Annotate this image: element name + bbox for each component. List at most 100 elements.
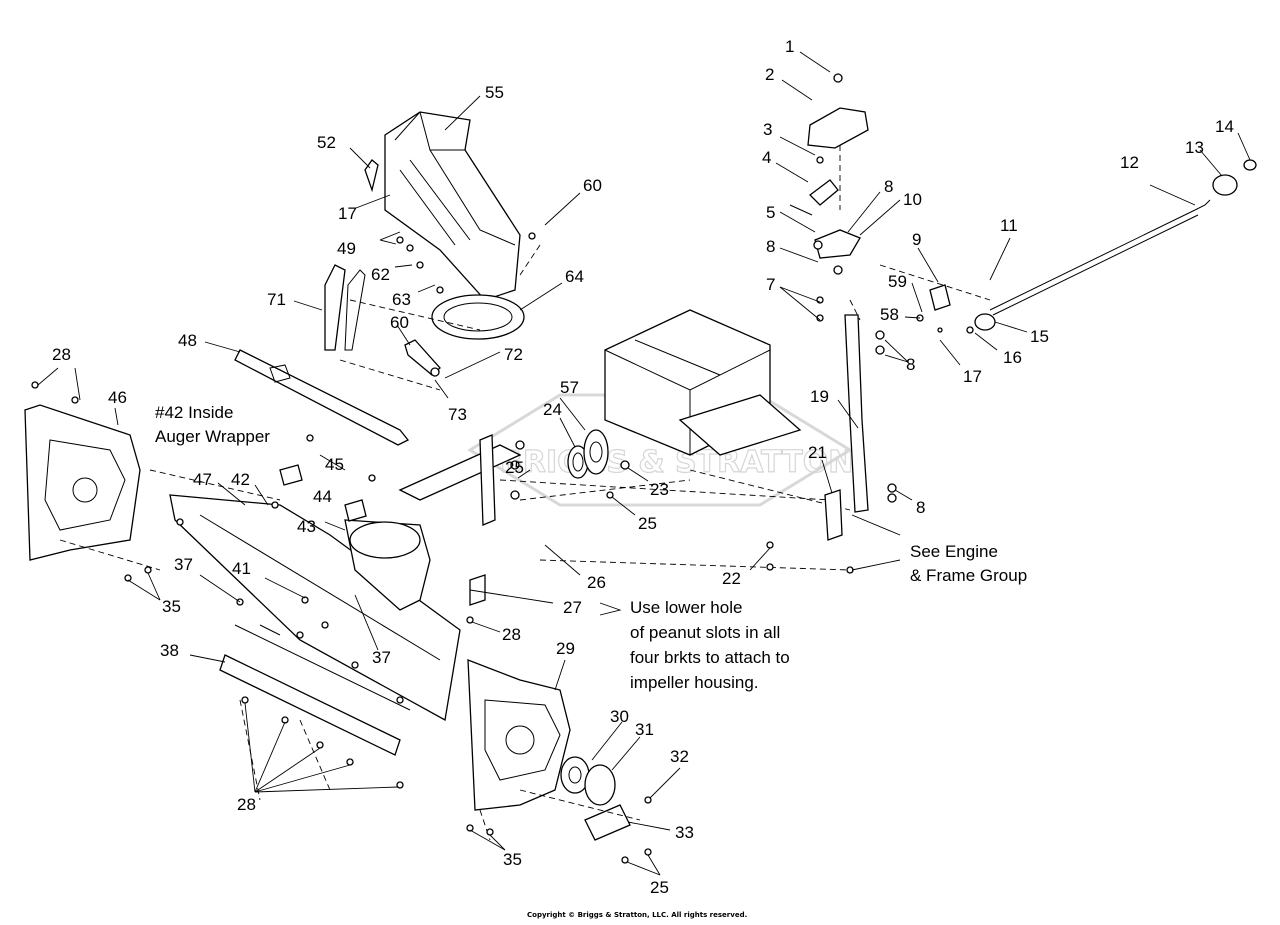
chute-rod-71 — [324, 264, 366, 351]
bearing-44 — [279, 464, 367, 522]
auger-tube-48 — [234, 349, 410, 446]
callout-21: 21 — [808, 443, 827, 462]
watermark-logo: BRIGGS & STRATTON — [467, 393, 854, 507]
coupler-15 — [974, 313, 996, 331]
callout-11: 11 — [1000, 216, 1018, 235]
callout-8: 8 — [906, 355, 915, 374]
callout-38: 38 — [160, 641, 179, 660]
callout-17: 17 — [963, 367, 982, 386]
crank-rod-12 — [989, 199, 1211, 316]
mount-10 — [814, 229, 861, 259]
callout-52: 52 — [317, 133, 336, 152]
callout-63: 63 — [392, 290, 411, 309]
callout-72: 72 — [504, 345, 523, 364]
side-plate-46 — [24, 404, 141, 561]
small-fasteners-right — [813, 73, 974, 574]
callout-13: 13 — [1185, 138, 1204, 157]
discharge-chute — [384, 111, 521, 301]
callout-29: 29 — [556, 639, 575, 658]
callout-14: 14 — [1215, 117, 1234, 136]
callout-41: 41 — [232, 559, 251, 578]
callout-57: 57 — [560, 378, 579, 397]
auger-wrapper-housing — [169, 494, 461, 722]
callout-5: 5 — [766, 203, 775, 222]
rod-19 — [844, 314, 869, 513]
frame-rails — [398, 434, 522, 606]
callout-25: 25 — [505, 458, 524, 477]
frame-box — [604, 309, 802, 456]
callout-55: 55 — [485, 83, 504, 102]
callout-28: 28 — [237, 795, 256, 814]
callout-24: 24 — [543, 400, 562, 419]
knob-cover-2 — [807, 107, 869, 149]
note-see-engine-frame: See Engine & Frame Group — [910, 542, 1027, 585]
callout-46: 46 — [108, 388, 127, 407]
note-lower-line2: of peanut slots in all — [630, 623, 780, 642]
callout-8: 8 — [916, 498, 925, 517]
callout-17: 17 — [338, 204, 357, 223]
bottom-dash-lines — [479, 789, 641, 841]
note-lower-hole: Use lower hole of peanut slots in all fo… — [630, 598, 790, 692]
callout-30: 30 — [610, 707, 629, 726]
handle-4 — [789, 179, 839, 216]
chute-bracket-60 — [404, 339, 441, 377]
side-plate-29 — [467, 659, 571, 811]
callout-28: 28 — [52, 345, 71, 364]
callout-48: 48 — [178, 331, 197, 350]
callout-59: 59 — [888, 272, 907, 291]
chute-deflector-handle — [364, 159, 379, 193]
callout-35: 35 — [162, 597, 181, 616]
callout-60: 60 — [390, 313, 409, 332]
callout-16: 16 — [1003, 348, 1022, 367]
frame-dash-lines — [499, 469, 851, 571]
note-engine-line2: & Frame Group — [910, 566, 1027, 585]
callout-49: 49 — [337, 239, 356, 258]
callout-2: 2 — [765, 65, 774, 84]
callout-37: 37 — [174, 555, 193, 574]
callout-31: 31 — [635, 720, 654, 739]
note-lower-line4: impeller housing. — [630, 673, 759, 692]
callout-32: 32 — [670, 747, 689, 766]
note-lower-line3: four brkts to attach to — [630, 648, 790, 667]
callout-60: 60 — [583, 176, 602, 195]
callout-33: 33 — [675, 823, 694, 842]
callout-10: 10 — [903, 190, 922, 209]
callout-8: 8 — [766, 237, 775, 256]
callout-1: 1 — [785, 37, 794, 56]
callout-73: 73 — [448, 405, 467, 424]
callout-64: 64 — [565, 267, 584, 286]
callout-8: 8 — [884, 177, 893, 196]
callout-62: 62 — [371, 265, 390, 284]
note-inside-auger-wrapper: #42 Inside Auger Wrapper — [155, 403, 270, 446]
chute-ring — [431, 294, 525, 340]
callout-7: 7 — [766, 275, 775, 294]
callout-43: 43 — [297, 517, 316, 536]
callout-numbers: 1 2 3 4 5 8 10 8 9 11 12 13 14 7 59 58 1… — [52, 37, 1234, 897]
callout-42: 42 — [231, 470, 250, 489]
small-fasteners-chute — [396, 232, 536, 294]
bracket-33 — [584, 804, 631, 841]
right-dash-lines — [839, 145, 991, 321]
callout-37: 37 — [372, 648, 391, 667]
callout-45: 45 — [325, 455, 344, 474]
pivot-9 — [929, 284, 951, 311]
callout-12: 12 — [1120, 153, 1139, 172]
callout-25: 25 — [650, 878, 669, 897]
callout-25: 25 — [638, 514, 657, 533]
chute-dash-lines — [339, 244, 541, 391]
callout-19: 19 — [810, 387, 829, 406]
note-inside-line2: Auger Wrapper — [155, 427, 270, 446]
callout-27: 27 — [563, 598, 582, 617]
cover-plate-31 — [584, 764, 616, 806]
bracket-21 — [824, 489, 843, 541]
note-inside-line1: #42 Inside — [155, 403, 233, 422]
leader-lines — [37, 51, 1251, 876]
callout-28: 28 — [502, 625, 521, 644]
flange-57 — [583, 429, 609, 475]
callout-58: 58 — [880, 305, 899, 324]
callout-9: 9 — [912, 230, 921, 249]
watermark-text: BRIGGS & STRATTON — [500, 445, 853, 480]
callout-71: 71 — [267, 290, 286, 309]
grip-14 — [1243, 159, 1257, 171]
